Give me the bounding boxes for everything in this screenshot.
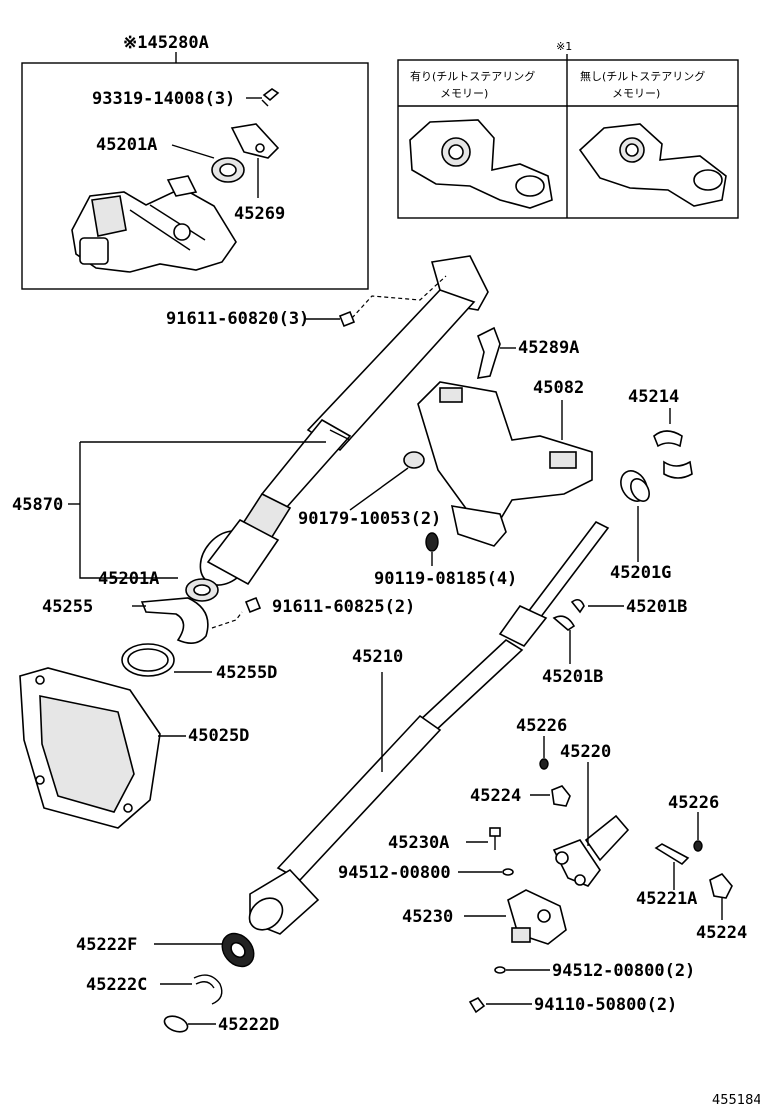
bearing-45201G — [620, 470, 650, 502]
bolt-93319 — [261, 88, 280, 107]
label-45255: 45255 — [42, 597, 93, 617]
washer-94512-a — [502, 868, 514, 876]
label-45222C: 45222C — [86, 975, 147, 995]
label-45025D: 45025D — [188, 726, 249, 746]
bolt-90119 — [425, 532, 439, 552]
label-45226-a: 45226 — [516, 716, 567, 736]
bolt-91611-60825 — [244, 596, 262, 614]
note-col2-line2: メモリー) — [612, 87, 660, 100]
figure-number: 455184 — [712, 1093, 760, 1108]
label-45201B-b: 45201B — [542, 667, 603, 687]
nut-94110 — [468, 996, 486, 1014]
label-45220: 45220 — [560, 742, 611, 762]
label-90119-08185: 90119-08185(4) — [374, 569, 517, 589]
label-91611-60825: 91611-60825(2) — [272, 597, 415, 617]
bolt-91611-60820 — [338, 310, 356, 328]
variant-with-memory-sketch — [409, 119, 553, 209]
label-45222F: 45222F — [76, 935, 137, 955]
label-94512-00800-a: 94512-00800 — [338, 863, 451, 883]
note-mark: ※1 — [556, 40, 572, 53]
washer-94512-b — [494, 966, 506, 974]
ring-45222D — [163, 1015, 189, 1033]
label-45870: 45870 — [12, 495, 63, 515]
bearing-45222F — [221, 932, 255, 968]
joint-45230 — [507, 889, 567, 945]
label-45201A-top: 45201A — [96, 135, 157, 155]
label-93319-14008: 93319-14008(3) — [92, 89, 235, 109]
label-45269: 45269 — [234, 204, 285, 224]
joint-45220 — [552, 814, 630, 887]
label-45226-b: 45226 — [668, 793, 719, 813]
assembly-45280A-box: ※145280A 93319-14008(3) 45201A 45269 — [21, 33, 369, 290]
label-94110-50800: 94110-50800(2) — [534, 995, 677, 1015]
ring-45255D — [121, 643, 175, 677]
label-45082: 45082 — [533, 378, 584, 398]
label-45201A-mid: 45201A — [98, 569, 159, 589]
label-45255D: 45255D — [216, 663, 277, 683]
nut-45224-a — [551, 785, 571, 807]
label-45224-b: 45224 — [696, 923, 747, 943]
label-45222D: 45222D — [218, 1015, 279, 1035]
column-housing-sketch — [71, 175, 237, 273]
bearing-45201A-mid — [185, 578, 219, 602]
variant-without-memory-sketch — [578, 123, 727, 207]
label-45214: 45214 — [628, 387, 679, 407]
clamp-45255 — [140, 597, 209, 644]
label-45221A: 45221A — [636, 889, 697, 909]
label-45230A: 45230A — [388, 833, 449, 853]
label-45280A: ※145280A — [123, 33, 209, 53]
label-91611-60820: 91611-60820(3) — [166, 309, 309, 329]
note-col1-line1: 有り(チルトステアリング — [410, 69, 535, 83]
pin-45226-a — [539, 758, 549, 770]
shaft-45210 — [248, 520, 610, 935]
note-box-1: ※1 有り(チルトステアリング メモリー) 無し(チルトステアリング メモリー) — [397, 40, 739, 219]
snap-ring-45222C — [193, 974, 223, 1005]
clip-45201B-b — [552, 615, 576, 632]
clip-45201B-a — [570, 598, 585, 614]
label-45289A: 45289A — [518, 338, 579, 358]
pin-45226-b — [693, 840, 703, 852]
bracket-45289A — [476, 326, 501, 379]
bearing-45201A-top — [211, 157, 245, 183]
label-45201B-a: 45201B — [626, 597, 687, 617]
plate-45269 — [230, 123, 280, 159]
bolt-45230A — [489, 827, 501, 850]
bracket-45082 — [417, 381, 593, 547]
label-45210: 45210 — [352, 647, 403, 667]
label-45230: 45230 — [402, 907, 453, 927]
label-90179-10053: 90179-10053(2) — [298, 509, 441, 529]
label-45201G: 45201G — [610, 563, 671, 583]
part-45214 — [653, 430, 693, 479]
note-col1-line2: メモリー) — [440, 87, 488, 100]
cover-45025D — [19, 667, 161, 829]
nut-90179 — [403, 451, 425, 469]
pin-45221A — [654, 843, 690, 866]
column-tube-45870 — [199, 255, 489, 586]
label-45224-a: 45224 — [470, 786, 521, 806]
label-94512-00800-b: 94512-00800(2) — [552, 961, 695, 981]
nut-45224-b — [709, 873, 733, 899]
note-col2-line1: 無し(チルトステアリング — [580, 69, 705, 83]
